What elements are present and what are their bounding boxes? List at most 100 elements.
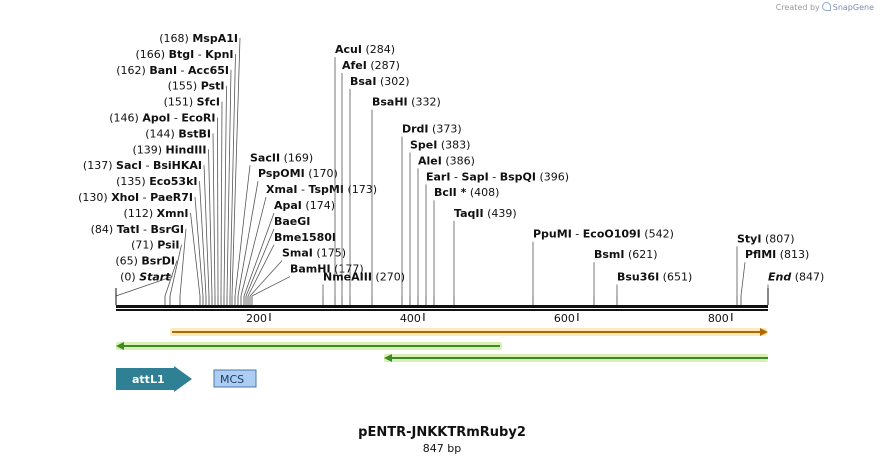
enzyme-name: SfcI [197, 96, 220, 109]
site-leader-line [247, 244, 275, 297]
site-label: StyI (807) [737, 232, 795, 245]
restriction-site[interactable]: PpuMI - EcoO109I (542) [532, 228, 674, 305]
site-label: PpuMI - EcoO109I (542) [533, 228, 674, 241]
enzyme-name: SpeI [410, 139, 437, 152]
site-position: (813) [780, 248, 810, 261]
mcs-feature[interactable]: MCS [213, 369, 257, 388]
restriction-site[interactable]: BsaHI (332) [371, 96, 441, 305]
restriction-site[interactable]: (65) BsrDI [115, 255, 178, 305]
site-label: (137) SacI - BsiHKAI [83, 159, 202, 172]
restriction-site[interactable]: (135) Eco53kI [116, 175, 207, 305]
site-position: (302) [380, 75, 410, 88]
enzyme-name: BspQI [500, 170, 536, 183]
restriction-site[interactable]: (130) XhoI - PaeR7I [78, 191, 204, 305]
restriction-site[interactable]: (144) BstBI [145, 127, 216, 305]
site-position: (542) [644, 228, 674, 241]
restriction-site[interactable]: AcuI (284) [334, 43, 395, 305]
enzyme-name: BsaHI [372, 96, 408, 109]
restriction-site[interactable]: BclI * (408) [433, 186, 499, 305]
restriction-site[interactable]: (137) SacI - BsiHKAI [83, 159, 210, 305]
site-label: (166) BtgI - KpnI [136, 48, 234, 61]
enzyme-separator: - [297, 183, 308, 196]
restriction-site[interactable]: (139) HindIII [132, 143, 213, 305]
site-position: (155) [168, 80, 198, 93]
restriction-site[interactable]: (146) ApoI - EcoRI [109, 112, 219, 306]
site-position: (807) [765, 232, 795, 245]
restriction-site[interactable]: (71) PsiI [131, 239, 182, 305]
site-label: PspOMI (170) [258, 167, 338, 180]
enzyme-name: XmnI [157, 207, 189, 220]
restriction-site[interactable]: EarI - SapI - BspQI (396) [425, 170, 569, 305]
orange-feature-head [760, 328, 768, 336]
site-label: (135) Eco53kI [116, 175, 197, 188]
site-label: (130) XhoI - PaeR7I [78, 191, 193, 204]
restriction-site[interactable]: StyI (807) [736, 232, 795, 305]
restriction-site[interactable]: (84) TatI - BsrGI [91, 223, 187, 305]
restriction-site[interactable]: BaeGI [245, 215, 310, 305]
site-position: (287) [370, 59, 400, 72]
restriction-site[interactable]: (112) XmnI [124, 207, 201, 305]
site-position: (383) [441, 139, 471, 152]
restriction-site[interactable]: PspOMI (170) [237, 167, 338, 305]
site-label: End (847) [768, 271, 824, 284]
enzyme-name: ApaI [274, 199, 302, 212]
enzyme-separator: - [489, 170, 500, 183]
mcs-label: MCS [220, 373, 244, 386]
enzyme-name: BaeGI [274, 215, 310, 228]
restriction-site[interactable]: TaqII (439) [453, 207, 517, 305]
site-position: (439) [487, 207, 517, 220]
restriction-site[interactable]: BsmI (621) [593, 248, 658, 305]
enzyme-name: BamHI [290, 263, 331, 276]
restriction-site[interactable]: AleI (386) [417, 154, 475, 305]
site-position: (71) [131, 239, 154, 252]
restriction-site[interactable]: AfeI (287) [341, 59, 400, 305]
site-label: BsmI (621) [594, 248, 658, 261]
site-label: (139) HindIII [132, 143, 206, 156]
restriction-site[interactable]: DrdI (373) [401, 123, 462, 305]
enzyme-name: TaqII [454, 207, 484, 220]
site-leader-line [223, 85, 227, 297]
site-label: BamHI (177) [290, 263, 364, 276]
attl1-feature[interactable]: attL1 [116, 366, 192, 392]
site-position: (112) [124, 207, 154, 220]
restriction-site[interactable]: ApaI (174) [243, 199, 335, 305]
restriction-site[interactable]: (168) MspA1I [159, 32, 241, 305]
restriction-site[interactable]: (162) BanI - Acc65I [116, 64, 232, 305]
site-leader-line [203, 165, 210, 297]
enzyme-separator: - [450, 170, 461, 183]
restriction-site[interactable]: NmeAIII (270) [322, 271, 405, 306]
enzyme-name: BsrGI [151, 223, 184, 236]
enzyme-name: XmaI [266, 183, 297, 196]
restriction-site[interactable]: SmaI (175) [249, 247, 346, 305]
restriction-site[interactable]: BamHI (177) [251, 263, 364, 305]
restriction-site[interactable]: SacII (169) [234, 151, 313, 305]
site-leader-line [190, 212, 201, 297]
enzyme-name: DrdI [402, 123, 429, 136]
restriction-site[interactable]: Bme1580I [247, 231, 336, 305]
restriction-site[interactable]: PflMI (813) [740, 248, 810, 305]
site-position: (65) [115, 255, 138, 268]
site-position: (332) [411, 96, 441, 109]
enzyme-name: BanI [149, 64, 177, 77]
orange-feature-arrow [170, 328, 768, 336]
restriction-site[interactable]: SpeI (383) [409, 139, 471, 305]
restriction-site[interactable]: (166) BtgI - KpnI [136, 48, 236, 305]
mcs-box [213, 369, 257, 388]
restriction-site[interactable]: Bsu36I (651) [616, 271, 692, 306]
site-leader-line [179, 228, 187, 297]
attl1-arrow-shape [116, 366, 192, 392]
restriction-site[interactable]: (155) PstI [168, 80, 227, 305]
enzyme-name: AfeI [342, 59, 367, 72]
restriction-site[interactable]: (0) Start [115, 271, 173, 306]
restriction-site[interactable]: (151) SfcI [164, 96, 223, 305]
enzyme-name: End [768, 271, 791, 284]
restriction-site[interactable]: End (847) [767, 271, 824, 306]
green-feature-arrow-2 [384, 354, 768, 362]
restriction-site[interactable]: BsaI (302) [349, 75, 410, 305]
enzyme-name: XhoI [111, 191, 139, 204]
site-label: BclI * (408) [434, 186, 499, 199]
site-position: (177) [334, 263, 364, 276]
site-position: (270) [375, 271, 405, 284]
site-position: (139) [132, 143, 162, 156]
